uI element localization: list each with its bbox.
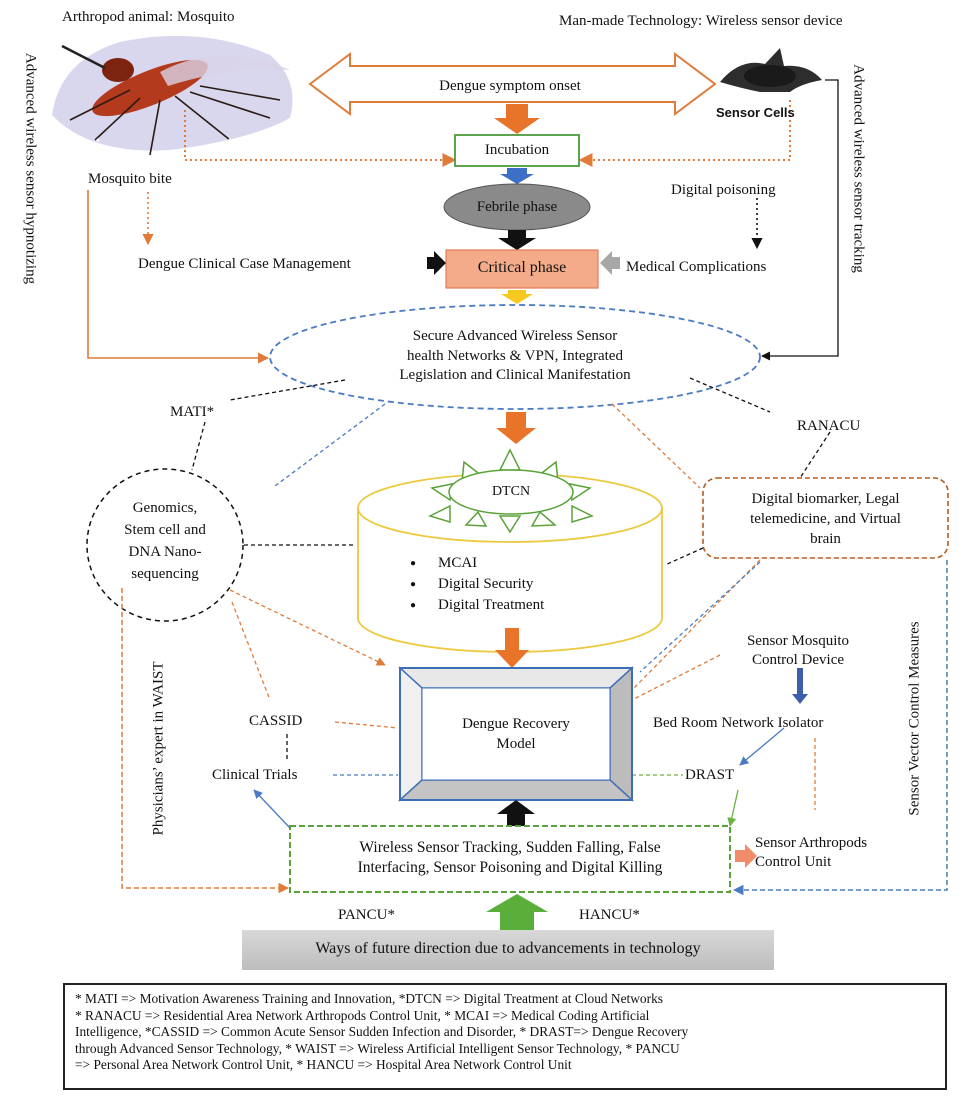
biomarker-box — [702, 477, 949, 559]
symptom-onset-label: Dengue symptom onset — [439, 78, 581, 94]
recovery-line-1: Dengue Recovery — [462, 716, 570, 732]
secure-network-ellipse — [269, 304, 761, 410]
cassid-label: CASSID — [249, 713, 303, 729]
cloud-list: MCAI Digital Security Digital Treatment — [410, 553, 544, 616]
symptom-onset-arrow — [308, 52, 717, 116]
biomarker-line-2: telemedicine, and Virtual — [750, 511, 901, 527]
sensor-device-illustration — [720, 48, 822, 92]
footnote-line-3: Intelligence, *CASSID => Common Acute Se… — [75, 1024, 689, 1040]
recovery-model-frame — [398, 666, 634, 802]
abbreviation-footnote: * MATI => Motivation Awareness Training … — [63, 983, 947, 1090]
critical-phase-box — [445, 249, 599, 289]
network-text: Secure Advanced Wireless Sensor health N… — [300, 327, 730, 386]
mosquito-illustration — [52, 35, 293, 156]
dtcn-sun — [427, 448, 595, 534]
ranacu-label: RANACU — [797, 418, 861, 434]
genomics-line-3: DNA Nano- — [128, 544, 202, 560]
mosquito-control-line-2: Control Device — [751, 652, 845, 668]
genomics-text: Genomics, Stem cell and DNA Nano- sequen… — [87, 497, 243, 585]
arthropods-unit-line-2: Control Unit — [755, 854, 832, 870]
cloud-item-security: Digital Security — [410, 574, 544, 595]
footnote-line-4: through Advanced Sensor Technology, * WA… — [75, 1040, 680, 1056]
physicians-label: Physicians’ expert in WAIST — [150, 661, 167, 836]
network-line-3: Legislation and Clinical Manifestation — [399, 367, 631, 383]
vector-control-label: Sensor Vector Control Measures — [906, 621, 923, 816]
sensor-cells-label: Sensor Cells — [716, 105, 795, 120]
footnote-line-1: * MATI => Motivation Awareness Training … — [75, 991, 663, 1006]
wireless-line-2: Interfacing, Sensor Poisoning and Digita… — [357, 859, 663, 876]
network-line-2: health Networks & VPN, Integrated — [407, 347, 623, 364]
cloud-item-mcai: MCAI — [410, 553, 544, 574]
critical-label: Critical phase — [477, 259, 567, 276]
footnote-line-2: * RANACU => Residential Area Network Art… — [75, 1007, 650, 1023]
cloud-item-treatment: Digital Treatment — [410, 595, 544, 616]
biomarker-text: Digital biomarker, Legal telemedicine, a… — [703, 489, 948, 549]
complications-label: Medical Complications — [626, 259, 767, 275]
future-direction-label: Ways of future direction due to advancem… — [315, 940, 701, 957]
recovery-text: Dengue Recovery Model — [422, 714, 610, 754]
mosquito-control-text: Sensor Mosquito Control Device — [718, 632, 878, 670]
left-side-label: Advanced wireless sensor hypnotizing — [22, 52, 39, 285]
right-side-label: Advanced wireless sensor tracking — [850, 64, 867, 273]
isolator-label: Bed Room Network Isolator — [653, 715, 824, 731]
mosquito-header: Arthropod animal: Mosquito — [62, 9, 235, 25]
recovery-line-2: Model — [496, 736, 536, 752]
mati-label: MATI* — [170, 404, 215, 420]
case-management-label: Dengue Clinical Case Management — [138, 256, 351, 272]
febrile-label: Febrile phase — [476, 199, 558, 215]
wireless-text: Wireless Sensor Tracking, Sudden Falling… — [290, 838, 730, 878]
arthropods-unit-line-1: Sensor Arthropods — [755, 835, 868, 851]
incubation-label: Incubation — [484, 142, 550, 158]
arthropods-unit-text: Sensor Arthropods Control Unit — [755, 834, 867, 872]
genomics-line-4: sequencing — [131, 566, 199, 582]
onset-to-incubation-arrow — [494, 104, 540, 134]
footnote-line-5: => Personal Area Network Control Unit, *… — [75, 1057, 572, 1073]
network-line-1: Secure Advanced Wireless Sensor — [412, 328, 618, 344]
biomarker-line-3: brain — [810, 531, 841, 547]
genomics-line-2: Stem cell and — [124, 522, 206, 538]
pancu-label: PANCU* — [338, 907, 395, 923]
biomarker-line-1: Digital biomarker, Legal — [751, 491, 900, 507]
drast-label: DRAST — [685, 767, 735, 783]
technology-header: Man-made Technology: Wireless sensor dev… — [559, 13, 843, 29]
digital-poisoning-label: Digital poisoning — [671, 182, 776, 198]
mosquito-bite-label: Mosquito bite — [88, 171, 172, 187]
future-direction-box — [242, 930, 774, 970]
dtcn-label: DTCN — [491, 484, 531, 499]
genomics-line-1: Genomics, — [132, 500, 198, 516]
wireless-line-1: Wireless Sensor Tracking, Sudden Falling… — [359, 839, 661, 856]
wireless-box — [289, 825, 731, 893]
hancu-label: HANCU* — [579, 907, 640, 923]
mosquito-control-line-1: Sensor Mosquito — [746, 633, 850, 649]
genomics-circle — [86, 468, 244, 622]
clinical-trials-label: Clinical Trials — [212, 767, 298, 783]
incubation-box — [454, 134, 580, 167]
